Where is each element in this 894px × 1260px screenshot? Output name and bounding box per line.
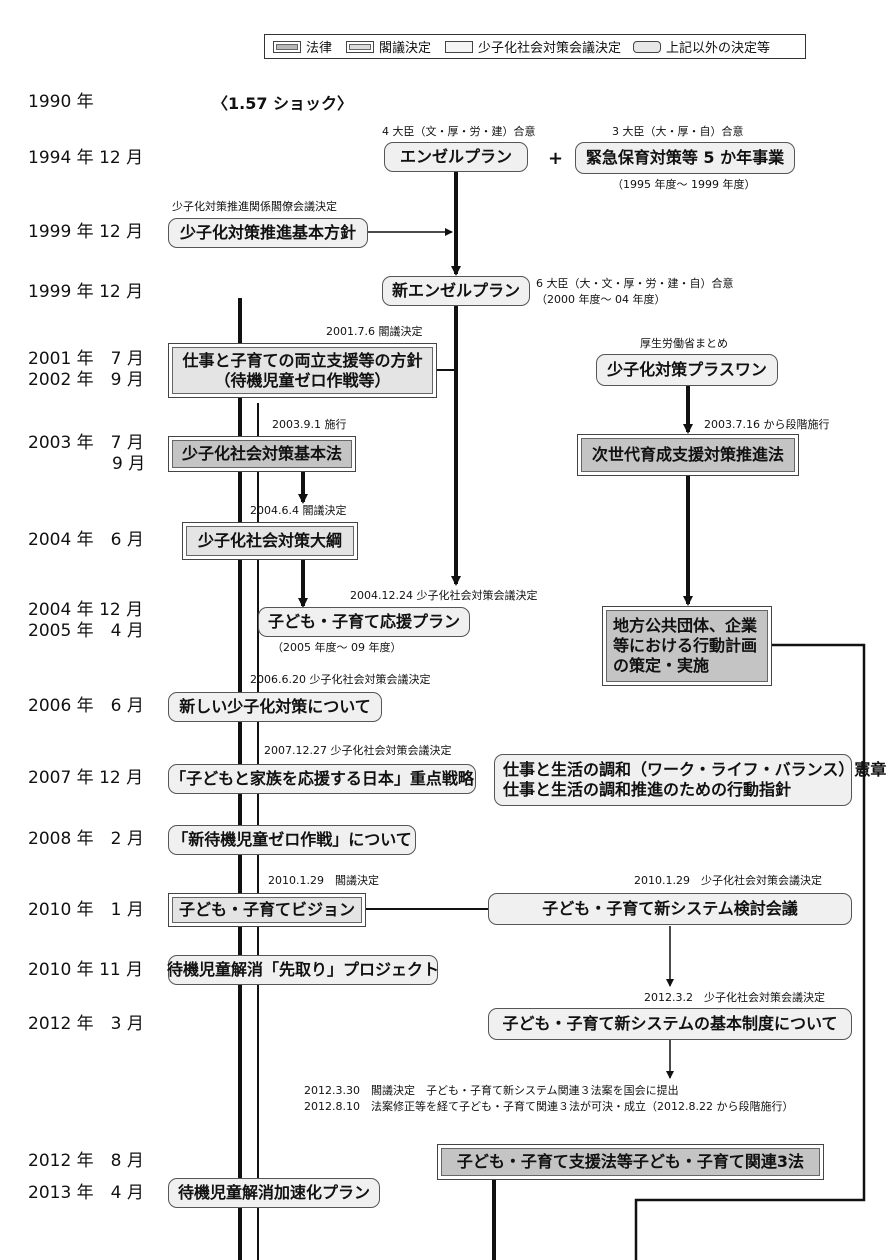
note-three-ministers: 3 大臣（大・厚・自）合意 xyxy=(612,125,744,138)
note-council-2010: 2010.1.29 少子化社会対策会議決定 xyxy=(634,874,822,887)
legend-label-other: 上記以外の決定等 xyxy=(666,41,771,56)
legend-swatch-other xyxy=(633,40,662,53)
legend-swatch-law xyxy=(273,40,301,53)
node-acceleration-plan: 待機児童解消加速化プラン xyxy=(168,1178,380,1208)
node-balance-policy: 仕事と子育ての両立支援等の方針 （待機児童ゼロ作戦等） xyxy=(168,343,437,398)
note-period-2000: （2000 年度～ 04 年度） xyxy=(536,293,666,306)
legend-item-council: 少子化社会対策会議決定 xyxy=(445,37,621,56)
year-1999a: 1999 年 12 月 xyxy=(28,222,144,242)
note-council-1999: 少子化対策推進関係閣僚会議決定 xyxy=(172,200,337,213)
year-2003b: 9 月 xyxy=(112,454,146,474)
node-work-life-balance: 仕事と生活の調和（ワーク・ライフ・バランス）憲章 仕事と生活の調和推進のための行… xyxy=(494,754,886,806)
node-emergency-plan: 緊急保育対策等 5 か年事業 xyxy=(575,142,795,174)
year-1999b: 1999 年 12 月 xyxy=(28,282,144,302)
note-council-2004: 2004.12.24 少子化社会対策会議決定 xyxy=(350,589,538,602)
legend-label-law: 法律 xyxy=(306,41,333,56)
legend-swatch-cabinet xyxy=(346,40,375,53)
legend-label-cabinet: 閣議決定 xyxy=(379,41,432,56)
note-cab-2001: 2001.7.6 閣議決定 xyxy=(326,325,423,338)
note-period-1995: （1995 年度～ 1999 年度） xyxy=(612,178,756,191)
note-council-2007: 2007.12.27 少子化社会対策会議決定 xyxy=(264,744,452,757)
year-2012b: 2012 年 8 月 xyxy=(28,1151,144,1171)
year-2008: 2008 年 2 月 xyxy=(28,829,144,849)
year-2010b: 2010 年 11 月 xyxy=(28,960,144,980)
legend-swatch-council xyxy=(445,40,474,53)
node-local-action-plan: 地方公共団体、企業 等における行動計画 の策定・実施 xyxy=(602,606,772,686)
year-2005: 2005 年 4 月 xyxy=(28,621,144,641)
note-four-ministers: 4 大臣（文・厚・労・建）合意 xyxy=(382,125,536,138)
note-period-2005: （2005 年度～ 09 年度） xyxy=(272,641,402,654)
note-bill-2012b: 2012.8.10 法案修正等を経て子ども・子育て関連３法が可決・成立（2012… xyxy=(304,1100,794,1113)
node-new-zero-plan: 「新待機児童ゼロ作戦」について xyxy=(168,825,416,855)
note-cab-2004: 2004.6.4 閣議決定 xyxy=(250,504,347,517)
year-2012a: 2012 年 3 月 xyxy=(28,1014,144,1034)
year-1990: 1990 年 xyxy=(28,92,94,112)
year-2003a: 2003 年 7 月 xyxy=(28,433,144,453)
note-mhlw: 厚生労働省まとめ xyxy=(640,337,728,350)
link-local-to-bottom xyxy=(634,643,866,1260)
year-2002: 2002 年 9 月 xyxy=(28,370,144,390)
shock-label: 〈1.57 ショック〉 xyxy=(212,94,354,113)
legend-item-law: 法律 xyxy=(273,37,332,56)
legend-item-other: 上記以外の決定等 xyxy=(633,37,770,56)
node-support-plan: 子ども・子育て応援プラン xyxy=(258,607,470,637)
note-enf-2003: 2003.9.1 施行 xyxy=(272,418,347,431)
year-2013: 2013 年 4 月 xyxy=(28,1183,144,1203)
year-2007: 2007 年 12 月 xyxy=(28,768,144,788)
node-new-system-basic: 子ども・子育て新システムの基本制度について xyxy=(488,1008,852,1040)
node-taikou: 少子化社会対策大綱 xyxy=(182,522,358,560)
node-basic-policy: 少子化対策推進基本方針 xyxy=(168,218,368,248)
note-bill-2012a: 2012.3.30 閣議決定 子ども・子育て新システム関連３法案を国会に提出 xyxy=(304,1084,679,1097)
legend-label-council: 少子化社会対策会議決定 xyxy=(478,41,622,56)
note-cab-2010: 2010.1.29 閣議決定 xyxy=(268,874,379,887)
node-vision: 子ども・子育てビジョン xyxy=(168,893,366,927)
legend-item-cabinet: 閣議決定 xyxy=(346,37,431,56)
plus-sign: + xyxy=(548,148,564,169)
node-plus-one: 少子化対策プラスワン xyxy=(596,354,778,386)
year-2004b: 2004 年 12 月 xyxy=(28,600,144,620)
note-council-2006: 2006.6.20 少子化社会対策会議決定 xyxy=(250,673,431,686)
note-enf-2003-stage: 2003.7.16 から段階施行 xyxy=(704,418,830,431)
year-1994: 1994 年 12 月 xyxy=(28,148,144,168)
year-2006: 2006 年 6 月 xyxy=(28,696,144,716)
node-new-angel-plan: 新エンゼルプラン xyxy=(382,276,530,306)
node-new-measures: 新しい少子化対策について xyxy=(168,692,382,722)
note-six-ministers: 6 大臣（大・文・厚・労・建・自）合意 xyxy=(536,277,734,290)
year-2004a: 2004 年 6 月 xyxy=(28,530,144,550)
node-three-laws: 子ども・子育て支援法等子ども・子育て関連3法 xyxy=(437,1144,824,1180)
node-basic-law: 少子化社会対策基本法 xyxy=(168,436,356,472)
note-council-2012: 2012.3.2 少子化社会対策会議決定 xyxy=(644,991,825,1004)
node-japan-strategy: 「子どもと家族を応援する日本」重点戦略 xyxy=(168,764,476,794)
legend: 法律 閣議決定 少子化社会対策会議決定 上記以外の決定等 xyxy=(264,34,806,59)
node-new-system-council: 子ども・子育て新システム検討会議 xyxy=(488,893,852,925)
node-angel-plan: エンゼルプラン xyxy=(384,142,528,172)
year-2001: 2001 年 7 月 xyxy=(28,349,144,369)
node-sakidori: 待機児童解消「先取り」プロジェクト xyxy=(167,955,439,985)
node-next-gen-law: 次世代育成支援対策推進法 xyxy=(577,434,799,476)
year-2010a: 2010 年 1 月 xyxy=(28,900,144,920)
